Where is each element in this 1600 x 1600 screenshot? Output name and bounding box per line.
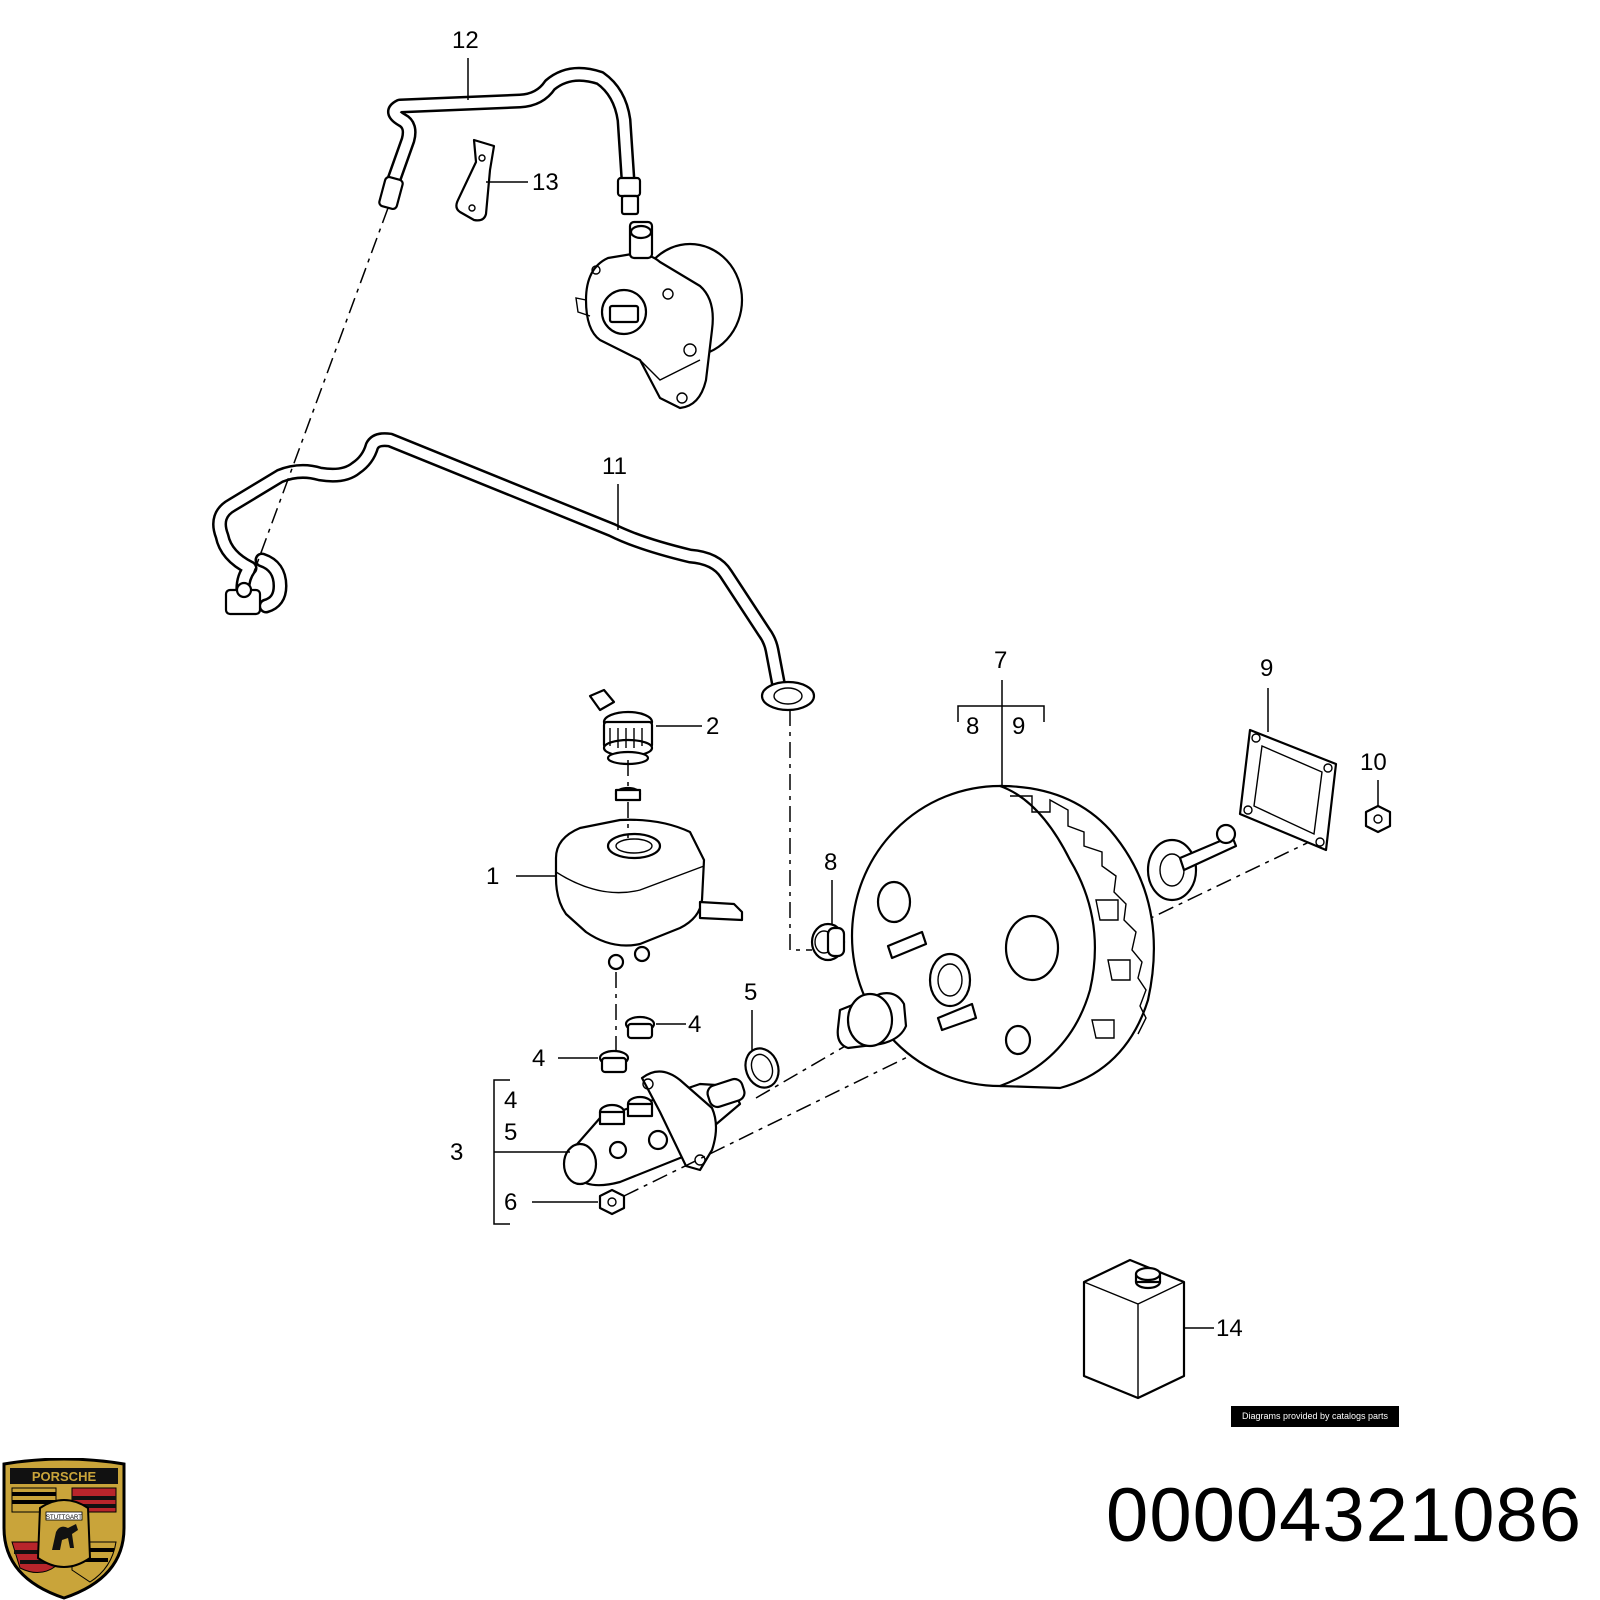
bracket-3 [493, 1079, 510, 1225]
bracket-13 [455, 138, 496, 222]
dashed-axis-lower [623, 1043, 935, 1197]
callout-4-lower: 4 [532, 1045, 545, 1072]
callout-7: 7 [994, 647, 1007, 674]
brake-booster-7 [836, 784, 1238, 1090]
diagram-credit: Diagrams provided by catalogs parts [1231, 1406, 1399, 1427]
bracket-7 [957, 705, 1045, 722]
fluid-reservoir-1 [554, 818, 744, 971]
callout-7-sub-9: 9 [1012, 713, 1025, 740]
callout-10: 10 [1360, 749, 1387, 776]
grommet-8 [810, 922, 846, 962]
svg-text:STUTTGART: STUTTGART [46, 1515, 82, 1521]
dashed-axis-booster [1129, 831, 1331, 929]
callout-3-sub-4: 4 [504, 1087, 517, 1114]
porsche-crest-logo: PORSCHE STUTTGART [2, 1458, 126, 1600]
master-cylinder-3 [562, 1070, 746, 1187]
callout-5: 5 [744, 979, 757, 1006]
part-number: 00004321086 [1106, 1473, 1582, 1558]
callout-14: 14 [1216, 1315, 1243, 1342]
grommet-4-upper [624, 1015, 656, 1040]
reservoir-cap-2 [588, 688, 654, 802]
o-ring-5 [744, 1047, 780, 1089]
callout-1: 1 [486, 863, 499, 890]
nut-10 [1364, 804, 1392, 834]
callout-2: 2 [706, 713, 719, 740]
callout-9: 9 [1260, 655, 1273, 682]
vacuum-line-11 [212, 432, 816, 712]
vacuum-pump [575, 220, 744, 410]
brake-fluid-can-14 [1082, 1258, 1186, 1400]
gasket-9 [1238, 728, 1338, 852]
grommet-4-lower [598, 1049, 630, 1074]
callout-7-sub-8: 8 [966, 713, 979, 740]
callout-8: 8 [824, 849, 837, 876]
callout-13: 13 [532, 169, 559, 196]
nut-6 [598, 1188, 626, 1216]
dashed-link-12-11 [247, 207, 389, 589]
vacuum-hose-upper [378, 66, 642, 216]
callout-3: 3 [450, 1139, 463, 1166]
callout-3-sub-6: 6 [504, 1189, 517, 1216]
callout-4-upper: 4 [688, 1011, 701, 1038]
callout-3-sub-5: 5 [504, 1119, 517, 1146]
svg-text:PORSCHE: PORSCHE [32, 1469, 97, 1484]
callout-12: 12 [452, 27, 479, 54]
dashed-link-11-8 [789, 710, 812, 951]
callout-11: 11 [602, 453, 627, 480]
